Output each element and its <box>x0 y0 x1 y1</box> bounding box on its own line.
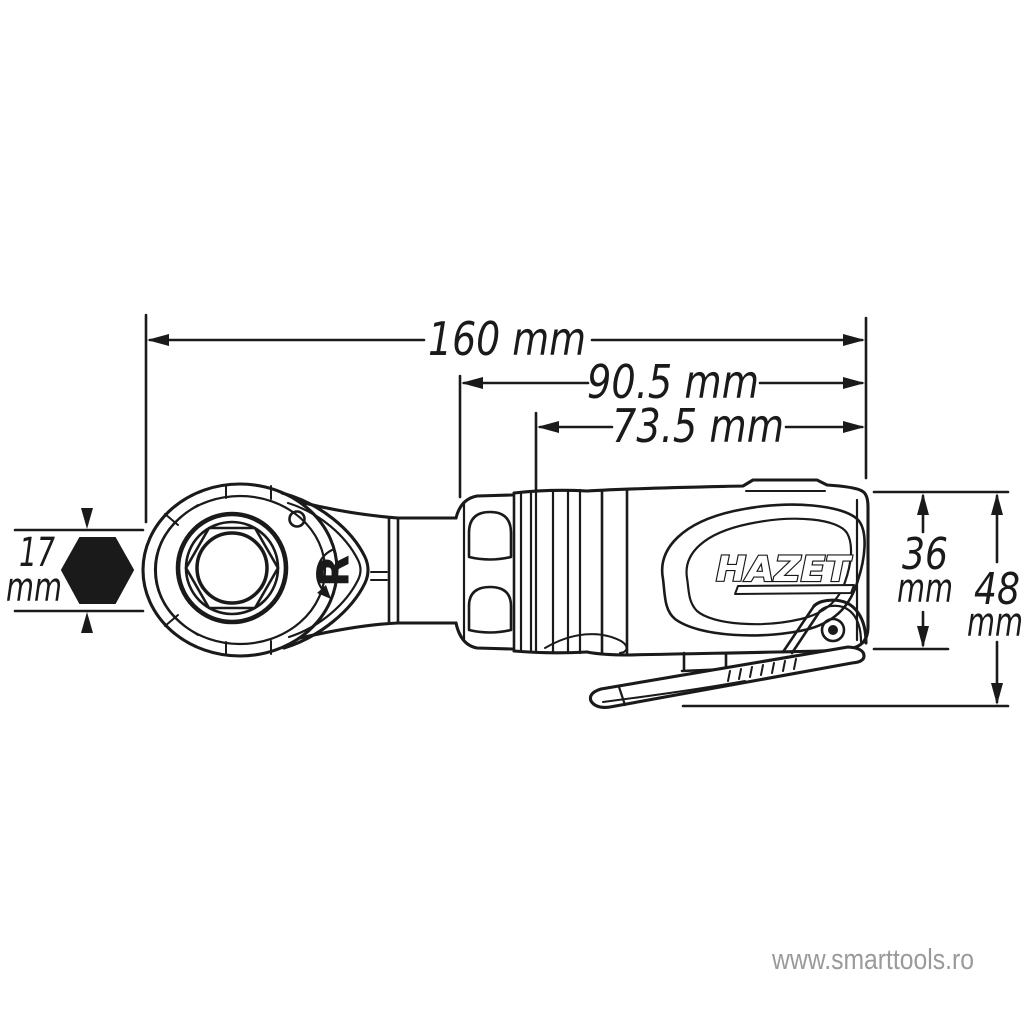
bottom-lip-detail <box>544 633 628 654</box>
dim-48-unit: mm <box>967 600 1023 646</box>
mount-hood-inner <box>818 604 863 644</box>
mount-hood-outer <box>812 598 868 645</box>
hazet-logo: HAZET <box>660 503 866 637</box>
arrowhead-up-icon <box>81 612 93 633</box>
arrowhead-right-icon <box>843 421 865 433</box>
brand-logo-text: HAZET <box>716 550 853 590</box>
clasp-dome-upper <box>467 510 513 561</box>
arrowhead-right-icon <box>843 334 865 346</box>
collar-bottom-edge <box>454 621 514 651</box>
dimension-48mm: 48 mm <box>681 493 1023 708</box>
dimension-90-5mm: 90.5 mm <box>458 355 865 499</box>
throttle-lever <box>588 645 866 709</box>
socket-mid-circle <box>184 520 280 616</box>
head-facet-lines <box>164 484 272 656</box>
reverse-arrow-head-icon <box>317 585 331 599</box>
pivot-pin <box>828 625 838 635</box>
arrowhead-up-icon <box>917 493 929 515</box>
neck-detail-marks <box>370 571 388 581</box>
shield-outer <box>280 491 370 650</box>
grip-ribs <box>512 488 589 655</box>
arrowhead-left-icon <box>461 377 483 389</box>
logo-underline <box>734 584 855 595</box>
lever-teeth <box>727 658 797 682</box>
clasp-dome-lower <box>467 585 513 634</box>
pivot-ring <box>820 617 846 643</box>
head-third-ring-arc <box>155 504 199 636</box>
reverse-shield: R <box>280 491 370 650</box>
arrowhead-down-icon <box>81 508 93 529</box>
dim-73-5-label: 73.5 mm <box>612 399 784 453</box>
lever-tip-line <box>617 685 627 707</box>
watermark-text: www.smarttools.ro <box>771 944 974 976</box>
dimension-160mm: 160 mm <box>144 312 868 524</box>
dim-160-label: 160 mm <box>428 312 586 366</box>
arrowhead-right-icon <box>843 377 865 389</box>
arrowhead-down-icon <box>917 626 929 648</box>
dim-36-value: 36 <box>902 529 948 580</box>
mount-slope-lines <box>781 604 822 655</box>
socket-outer-circle <box>175 511 289 625</box>
neck-bottom-edge <box>298 621 458 640</box>
hex-bit-shape <box>60 537 135 604</box>
body-section-lines <box>600 488 629 657</box>
trigger-mount <box>781 598 868 655</box>
dimension-73-5mm: 73.5 mm <box>534 399 865 491</box>
collar-top-edge <box>454 493 514 520</box>
air-ratchet-drawing: R <box>141 478 870 709</box>
socket-inner-circle <box>195 531 269 605</box>
dim-48-value: 48 <box>974 564 1020 615</box>
arrowhead-down-icon <box>991 683 1003 705</box>
arrowhead-left-icon <box>147 334 169 346</box>
shield-inner <box>286 501 362 639</box>
hex-socket <box>184 526 280 610</box>
ribs-bottom-edge <box>512 649 589 655</box>
arrowhead-left-icon <box>537 421 559 433</box>
rib-lines <box>519 488 582 655</box>
logo-swoosh-outer <box>660 503 866 637</box>
dimension-17mm: 17 mm <box>6 508 145 633</box>
dim-17-unit: mm <box>6 565 62 611</box>
ribs-top-edge <box>512 488 589 495</box>
neck <box>298 500 458 640</box>
neck-joint-lines <box>387 516 400 625</box>
motor-housing <box>544 478 870 657</box>
logo-swoosh-inner <box>685 517 853 626</box>
neck-top-edge <box>298 500 458 520</box>
collar <box>454 492 516 652</box>
arrowhead-up-icon <box>991 493 1003 515</box>
pin-hole <box>288 510 306 528</box>
lever-inner-line <box>602 680 746 703</box>
dim-17-value: 17 <box>19 530 55 576</box>
dimension-36mm: 36 mm <box>872 490 1010 651</box>
dim-90-5-label: 90.5 mm <box>587 355 759 409</box>
dim-36-unit: mm <box>897 566 953 612</box>
body-top-right-outline <box>585 478 870 650</box>
ratchet-head <box>141 482 339 658</box>
head-outer-outline <box>141 482 339 658</box>
